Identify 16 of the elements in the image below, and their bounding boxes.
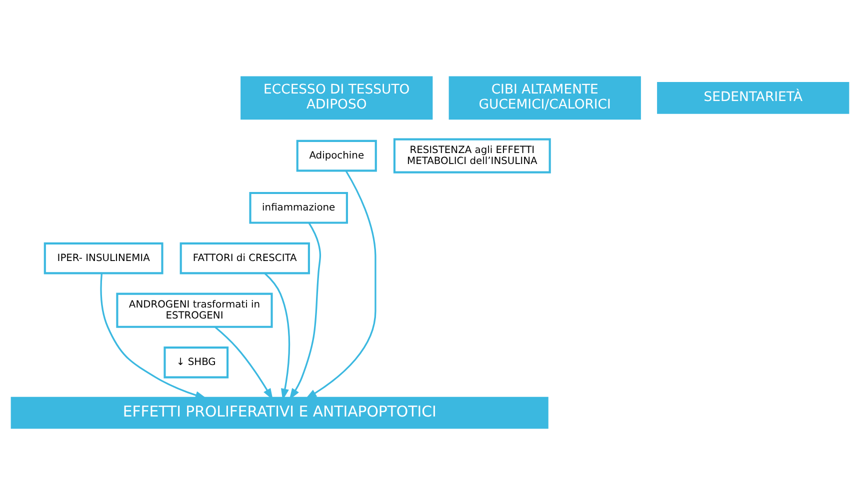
node-box: CIBI ALTAMENTE GUCEMICI/CALORICI — [448, 76, 641, 120]
node-box: ECCESSO DI TESSUTO ADIPOSO — [240, 76, 433, 120]
node-box: ↓ SHBG — [164, 346, 229, 378]
node-box: infiammazione — [249, 191, 348, 224]
node-box: FATTORI di CRESCITA — [180, 242, 310, 274]
arrow — [289, 222, 322, 400]
arrow — [264, 272, 290, 400]
arrow — [305, 170, 376, 399]
node-box: SEDENTARIETÀ — [657, 82, 850, 114]
node-box: EFFETTI PROLIFERATIVI E ANTIAPOPTOTICI — [10, 396, 548, 428]
arrow — [100, 272, 207, 399]
node-box: IPER- INSULINEMIA — [44, 242, 164, 274]
node-box: RESISTENZA agli EFFETTI METABOLICI dell’INSULINA — [393, 138, 551, 173]
node-box: Adipochine — [296, 139, 377, 172]
node-box: ANDROGENI trasformati in ESTROGENI — [116, 292, 273, 328]
arrow — [214, 326, 273, 400]
